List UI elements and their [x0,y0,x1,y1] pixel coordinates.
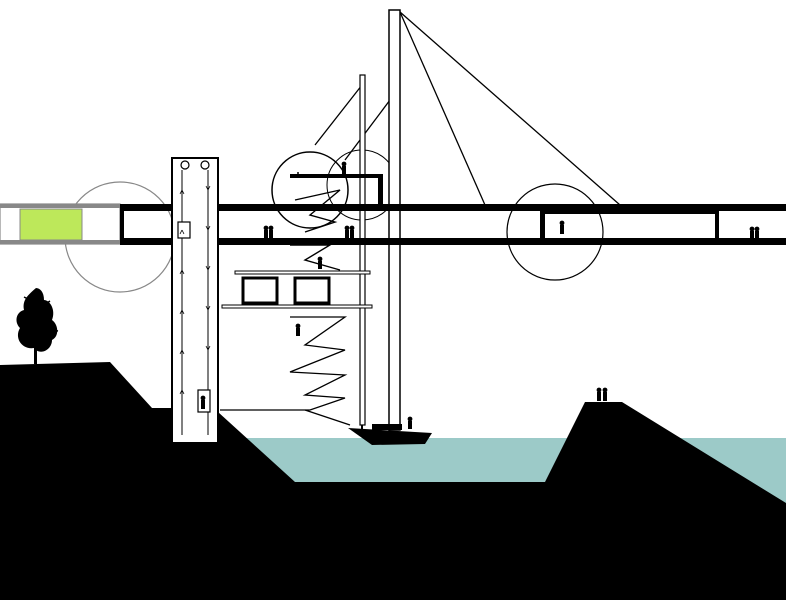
main-pylon [388,9,401,431]
bridge-deck [120,204,786,245]
secondary-mast [359,74,366,426]
upper-stair [294,189,341,233]
middle-stair [290,244,341,271]
focus-circle-stair [271,151,349,229]
ground-left [0,362,786,600]
window-right [293,276,331,305]
person-silhouette-icon [200,161,760,429]
window-left [241,276,279,305]
elevator-tower [171,157,219,444]
lower-stair [220,316,348,411]
sailboat-icon [348,424,432,445]
viewing-platform [290,172,383,204]
tree-icon [16,288,59,364]
bridge-left-gray [0,203,121,245]
suspension-cables [314,11,621,206]
focus-circle-right [506,183,604,281]
glass-panel [19,208,83,241]
elevator-cab-top [177,221,191,239]
mid-floor [221,270,373,309]
